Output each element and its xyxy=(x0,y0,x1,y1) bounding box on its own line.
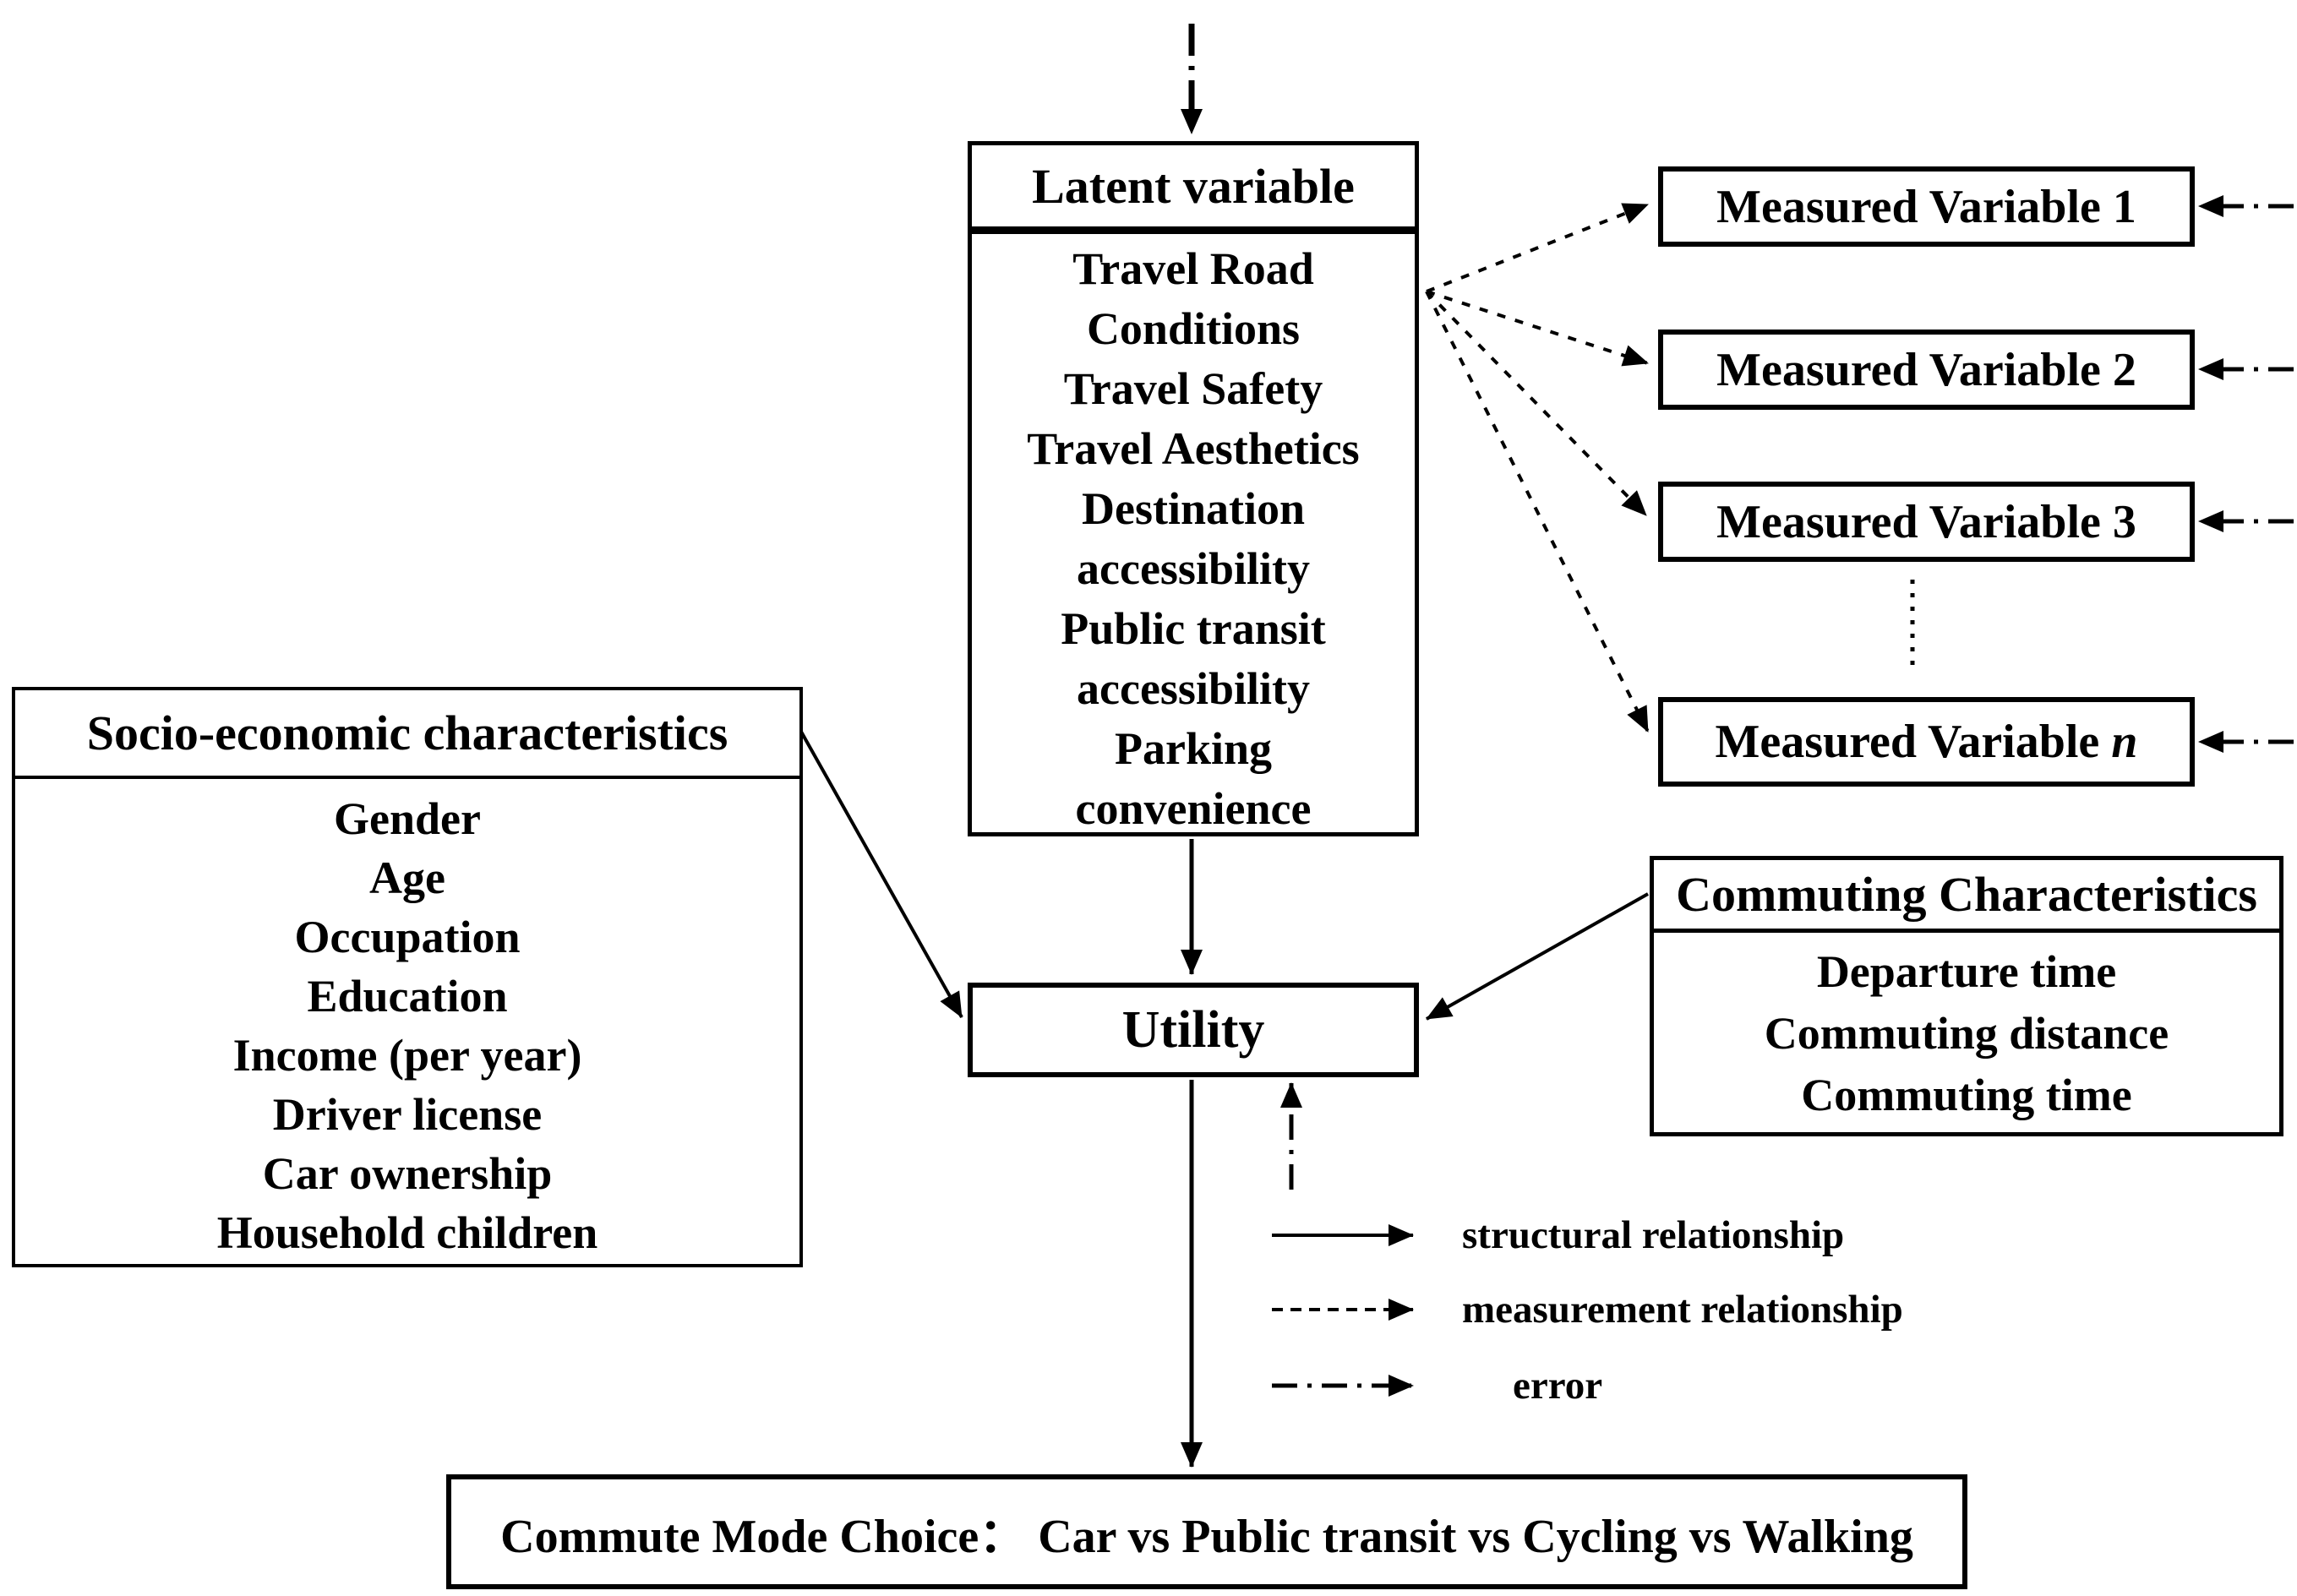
legend-label-structural: structural relationship xyxy=(1462,1213,1845,1257)
commuting-items: Departure time Commuting distance Commut… xyxy=(1654,933,2279,1126)
commuting-characteristics-title: Commuting Characteristics xyxy=(1654,860,2279,933)
measured-variable-label: Measured Variable 1 xyxy=(1716,180,2136,233)
latent-variable-title: Latent variable xyxy=(972,145,1415,234)
measured-variable-1-box: Measured Variable 1 xyxy=(1658,166,2195,247)
measured-variable-n-box: Measured Variable n xyxy=(1658,697,2195,787)
socio-economic-title: Socio-economic characteristics xyxy=(15,690,799,779)
socio-item: Occupation xyxy=(294,912,521,962)
socio-item: Age xyxy=(369,852,445,903)
socio-item: Income (per year) xyxy=(232,1030,582,1081)
measured-variable-label: Measured Variable 2 xyxy=(1716,343,2136,396)
legend-label-measurement: measurement relationship xyxy=(1462,1288,1903,1332)
latent-variable-items: Travel Road Conditions Travel Safety Tra… xyxy=(972,234,1415,839)
measured-variable-label: Measured Variable n xyxy=(1715,716,2138,768)
socio-item: Education xyxy=(307,971,508,1021)
commuting-item: Departure time xyxy=(1816,946,2117,997)
commuting-item: Commuting distance xyxy=(1764,1008,2169,1059)
commuting-characteristics-box: Commuting Characteristics Departure time… xyxy=(1650,856,2283,1136)
commute-mode-choice-label: Commute Mode Choice： Car vs Public trans… xyxy=(500,1510,1913,1563)
latent-item: Destination accessibility xyxy=(1077,483,1310,594)
measurement-arrow-latent-to-mvn xyxy=(1425,291,1650,733)
latent-variable-box: Latent variable Travel Road Conditions T… xyxy=(968,141,1419,836)
structural-arrow-socio-to-utility xyxy=(799,731,963,1018)
latent-item: Travel Road Conditions xyxy=(1072,243,1314,354)
measured-variable-2-box: Measured Variable 2 xyxy=(1658,330,2195,410)
socio-item: Household children xyxy=(216,1207,598,1258)
socio-economic-box: Socio-economic characteristics Gender Ag… xyxy=(12,687,803,1267)
latent-item: Parking convenience xyxy=(1075,723,1312,834)
measurement-arrow-latent-to-mv3 xyxy=(1425,290,1648,517)
latent-item: Public transit accessibility xyxy=(1061,603,1326,714)
commuting-item: Commuting time xyxy=(1801,1070,2132,1120)
measured-variable-label: Measured Variable 3 xyxy=(1716,495,2136,548)
socio-item: Gender xyxy=(334,793,481,844)
measurement-arrow-latent-to-mv1 xyxy=(1426,203,1649,293)
socio-economic-items: Gender Age Occupation Education Income (… xyxy=(15,779,799,1262)
socio-item: Car ownership xyxy=(262,1148,553,1199)
latent-item: Travel Safety xyxy=(1063,363,1323,414)
measured-variable-3-box: Measured Variable 3 xyxy=(1658,482,2195,562)
measurement-arrow-latent-to-mv2 xyxy=(1426,290,1649,367)
utility-box: Utility xyxy=(968,983,1419,1077)
legend-label-error: error xyxy=(1513,1364,1603,1408)
utility-label: Utility xyxy=(1121,1000,1265,1059)
commute-mode-choice-box: Commute Mode Choice： Car vs Public trans… xyxy=(446,1474,1967,1589)
structural-arrow-commuting-to-utility xyxy=(1426,892,1649,1021)
socio-item: Driver license xyxy=(272,1089,543,1140)
latent-item: Travel Aesthetics xyxy=(1027,423,1360,474)
